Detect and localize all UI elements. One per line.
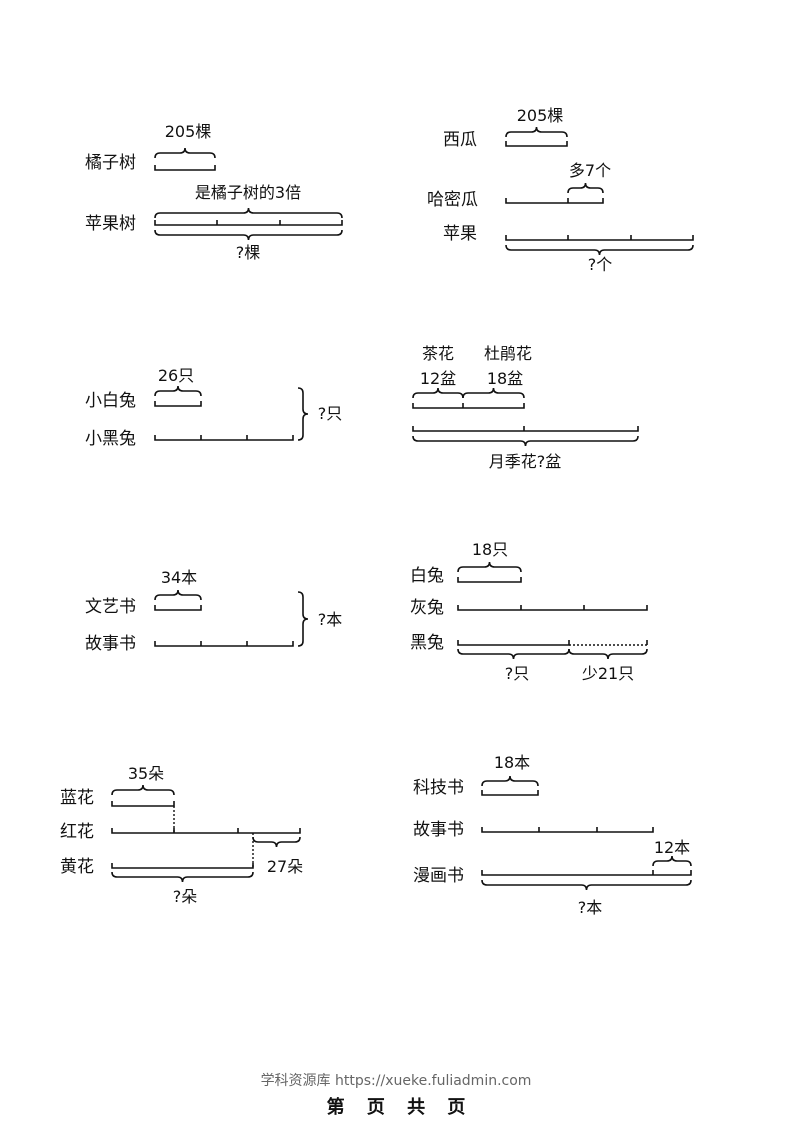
label-grey: 灰兔 (410, 598, 444, 618)
segment-bar (481, 870, 692, 876)
diagram-books: 34本 文艺书 故事书 ?本 (85, 568, 342, 654)
brace (297, 591, 309, 647)
segment-bar (154, 220, 343, 226)
art-count: 34本 (161, 568, 197, 587)
label-watermelon: 西瓜 (443, 130, 477, 150)
brace (481, 775, 539, 787)
segment-bar (505, 235, 694, 241)
page-number: 第 页 共 页 (327, 1096, 474, 1118)
diff-label: 12本 (654, 838, 690, 857)
unknown-label: ?只 (505, 664, 530, 683)
brace (567, 182, 604, 194)
brace (505, 126, 568, 138)
orange-count: 205棵 (165, 122, 212, 141)
total-label: ?本 (318, 610, 343, 629)
brace (457, 561, 522, 573)
blue-count: 35朵 (128, 764, 164, 783)
diagram-three-flowers: 35朵 蓝花 红花 27朵 黄花 ?朵 (60, 764, 303, 906)
brace (154, 207, 343, 219)
brace (297, 387, 309, 441)
footer-source: 学科资源库 https://xueke.fuliadmin.com (261, 1073, 532, 1089)
label-science: 科技书 (413, 778, 464, 798)
brace (154, 385, 202, 397)
segment-bar (111, 828, 301, 834)
white-count: 18只 (472, 540, 508, 559)
label-yellow: 黄花 (60, 857, 94, 877)
brace (652, 855, 692, 867)
segment-bar (154, 641, 294, 647)
brace (457, 648, 570, 660)
science-count: 18本 (494, 753, 530, 772)
segment-bar (154, 165, 216, 171)
brace (154, 229, 343, 241)
diff-label: 少21只 (582, 664, 634, 683)
segment-bar (481, 790, 539, 796)
diagram-orange-apple-trees: 205棵 橘子树 是橘子树的3倍 苹果树 ?棵 (85, 122, 343, 262)
label-camellia: 茶花 (422, 344, 454, 363)
segment-bar (412, 426, 639, 432)
white-count: 26只 (158, 366, 194, 385)
label-orange: 橘子树 (85, 153, 136, 173)
segment-bar (154, 401, 202, 407)
diagram-three-rabbits: 18只 白兔 灰兔 黑兔 ?只 少21只 (410, 540, 648, 683)
diagram-melons: 205棵 西瓜 多7个 哈密瓜 苹果 ?个 (427, 106, 694, 274)
watermelon-count: 205棵 (517, 106, 564, 125)
segment-bar (412, 403, 525, 409)
segment-bar (505, 198, 604, 204)
segment-bar (154, 605, 202, 611)
segment-bar (457, 577, 522, 583)
label-comic: 漫画书 (413, 866, 464, 886)
diff-label: 多7个 (569, 161, 611, 180)
segment-bar (111, 863, 254, 869)
total-label: ?本 (578, 898, 603, 917)
label-white: 白兔 (410, 566, 444, 586)
brace (154, 147, 216, 159)
label-black: 小黑兔 (85, 429, 136, 449)
label-story: 故事书 (413, 820, 464, 840)
diff-label: 27朵 (267, 857, 303, 876)
total-label: ?个 (588, 255, 613, 274)
label-apple: 苹果 (443, 224, 477, 244)
label-red: 红花 (60, 822, 94, 842)
diagram-three-books: 18本 科技书 故事书 12本 漫画书 ?本 (413, 753, 692, 917)
brace (481, 879, 692, 891)
total-label: ?只 (318, 404, 343, 423)
total-label: 月季花?盆 (489, 452, 562, 471)
label-art-books: 文艺书 (85, 597, 136, 617)
brace (412, 435, 639, 447)
total-label: ?棵 (236, 243, 261, 262)
label-white: 小白兔 (85, 391, 136, 411)
times-label: 是橘子树的3倍 (195, 183, 301, 202)
diagram-flowers-pots: 茶花 杜鹃花 12盆 18盆 月季花?盆 (412, 344, 639, 471)
brace (111, 871, 254, 883)
brace (252, 836, 301, 848)
label-blue: 蓝花 (60, 788, 94, 808)
total-label: ?朵 (173, 887, 198, 906)
brace (462, 387, 525, 399)
label-story-books: 故事书 (85, 634, 136, 654)
brace (111, 784, 175, 796)
segment-bar (154, 435, 294, 441)
label-hami: 哈密瓜 (427, 190, 478, 210)
brace (412, 387, 464, 399)
brace (568, 648, 648, 660)
segment-bar (505, 141, 568, 147)
azalea-count: 18盆 (487, 369, 523, 388)
label-azalea: 杜鹃花 (484, 344, 532, 363)
segment-bar (457, 605, 648, 611)
segment-bar (481, 827, 654, 833)
brace (154, 589, 202, 601)
diagram-rabbits: 26只 小白兔 小黑兔 ?只 (85, 366, 342, 449)
camellia-count: 12盆 (420, 369, 456, 388)
brace (505, 244, 694, 256)
label-black: 黑兔 (410, 633, 444, 653)
segment-bar (457, 640, 570, 646)
label-apple: 苹果树 (85, 214, 136, 234)
segment-bar (111, 801, 175, 807)
